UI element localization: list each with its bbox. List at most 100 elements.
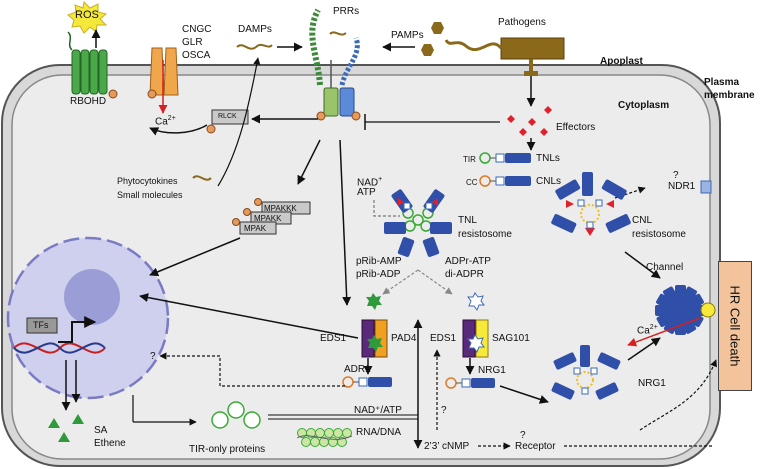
effector-diamond xyxy=(540,128,548,136)
eds1-sag101-bound-signal xyxy=(467,334,485,354)
nad-text: NAD xyxy=(357,177,379,189)
ca-text: Ca xyxy=(155,116,168,128)
pathogens-label: Pathogens xyxy=(498,17,546,28)
tnl-resistosome-label-1: TNL xyxy=(458,215,477,226)
tnl-resistosome xyxy=(384,189,452,257)
sa-triangle xyxy=(72,414,84,424)
rlck-to-ca-arrow xyxy=(149,124,208,136)
cnl-resistosome xyxy=(551,172,631,236)
sa-triangle xyxy=(48,418,60,428)
phytocytokine-molecule xyxy=(192,175,212,181)
damp-molecule xyxy=(236,43,273,50)
tir-only-label: TIR-only proteins xyxy=(189,444,266,455)
nucleus-question: ? xyxy=(150,351,156,362)
rbohd-channel xyxy=(89,49,99,95)
pad4-label: PAD4 xyxy=(391,333,417,344)
tfs-box xyxy=(26,317,58,334)
rna-dna-chain xyxy=(296,428,353,447)
nb-domain xyxy=(495,176,505,186)
effector-diamond xyxy=(507,115,515,123)
prib-signal-icon xyxy=(366,293,382,310)
ros-label: ROS xyxy=(75,9,99,21)
rbohd-channel xyxy=(98,49,108,95)
tir-only-protein-icon xyxy=(243,411,261,429)
cnl-resistosome-label-2: resistosome xyxy=(632,229,686,240)
eds1-left-label: EDS1 xyxy=(320,333,347,344)
prib-adp-label: pRib-ADP xyxy=(356,269,401,280)
ndr1-question: ? xyxy=(673,170,679,181)
receptor-label: Receptor xyxy=(515,441,556,452)
phospho-badge xyxy=(232,218,240,226)
channel-label: Channel xyxy=(646,262,684,273)
ethene-label: Ethene xyxy=(94,438,126,449)
adpr-atp-label: ADPr-ATP xyxy=(445,256,491,267)
tir-only-protein-icon xyxy=(227,401,245,419)
ca-efflux-label: Ca2+ xyxy=(637,322,658,336)
prrs-label: PRRs xyxy=(333,6,360,17)
nad-atp-to-tnl-dashed xyxy=(373,200,400,217)
tir-only-protein-icon xyxy=(211,411,229,429)
prr-kinase-blue xyxy=(339,87,355,117)
prr-ligand xyxy=(329,31,347,36)
effector-diamond xyxy=(544,106,552,114)
rlck-box xyxy=(211,109,249,125)
cnls-label: CNLs xyxy=(536,176,562,187)
small-molecules-label: Small molecules xyxy=(117,190,183,200)
phospho-badge xyxy=(147,89,157,99)
nad-superscript: + xyxy=(378,176,383,183)
mid-question: ? xyxy=(441,405,447,416)
ros-burst-icon xyxy=(67,0,108,34)
rna-dna-label: RNA/DNA xyxy=(356,427,402,438)
adr1-to-nucleus-dashed xyxy=(159,352,345,387)
ca-label: Ca2+ xyxy=(155,113,176,127)
adpr-signal-icon xyxy=(467,292,485,312)
damps-label: DAMPs xyxy=(238,24,272,35)
rlck-label: RLCK xyxy=(218,113,237,120)
tir-label: TIR xyxy=(463,155,476,164)
atp-label: ATP xyxy=(357,187,376,198)
cc-label: CC xyxy=(466,178,478,187)
pamp-hexagon xyxy=(421,44,434,56)
plasma-membrane-label: Plasma membrane xyxy=(704,77,755,101)
prr-to-eds1-arrow xyxy=(339,139,352,306)
cytoplasm-label: Cytoplasm xyxy=(618,100,670,111)
nrg1-to-resistosome-arrow xyxy=(499,385,549,404)
nrg1-to-channel-arrow xyxy=(627,337,661,361)
osca-label: OSCA xyxy=(182,50,211,61)
tfs-label: TFs xyxy=(33,320,49,330)
cngc-label: CNGC xyxy=(182,24,212,35)
ca-channel-left xyxy=(149,47,165,96)
sa-triangle xyxy=(58,432,70,442)
lrr-domain xyxy=(505,176,531,186)
phytocytokines-label: Phytocytokines xyxy=(117,176,178,186)
phospho-badge xyxy=(316,111,326,121)
sa-label: SA xyxy=(94,425,108,436)
apoplast-label: Apoplast xyxy=(600,56,643,67)
tnl-resistosome-label-2: resistosome xyxy=(458,229,512,240)
ca-efflux-superscript: 2+ xyxy=(649,324,658,331)
cnl-to-channel-arrow xyxy=(624,251,661,279)
nrg1-right-label: NRG1 xyxy=(638,378,666,389)
pathogen-body xyxy=(500,37,565,60)
tnl-to-adpr-dashed xyxy=(417,269,453,295)
nb-domain xyxy=(495,153,505,163)
phytocytokine-release-arrow xyxy=(217,57,261,187)
pamp-hexagon xyxy=(431,22,444,34)
lrr-domain xyxy=(368,377,392,387)
eds1-pad4-bound-signal xyxy=(367,335,383,352)
mapk-to-nucleus-arrow xyxy=(149,237,241,277)
hr-cell-death-box: HR Cell death xyxy=(718,261,752,391)
glr-label: GLR xyxy=(182,37,203,48)
effector-diamond xyxy=(519,128,527,136)
cnmp-label: 2’3’ cNMP xyxy=(424,441,470,452)
prr-to-mapk-arrow xyxy=(297,139,321,185)
rbohd-label: RBOHD xyxy=(70,96,107,107)
tnl-to-prib-dashed xyxy=(382,269,419,295)
channel-complex xyxy=(655,285,716,335)
phospho-badge xyxy=(206,124,216,134)
eds1-right-label: EDS1 xyxy=(430,333,457,344)
pathogen-flagellum xyxy=(444,39,503,52)
lrr-domain xyxy=(505,153,531,163)
di-adpr-label: di-ADPR xyxy=(445,269,484,280)
transcription-arrow xyxy=(58,316,97,343)
